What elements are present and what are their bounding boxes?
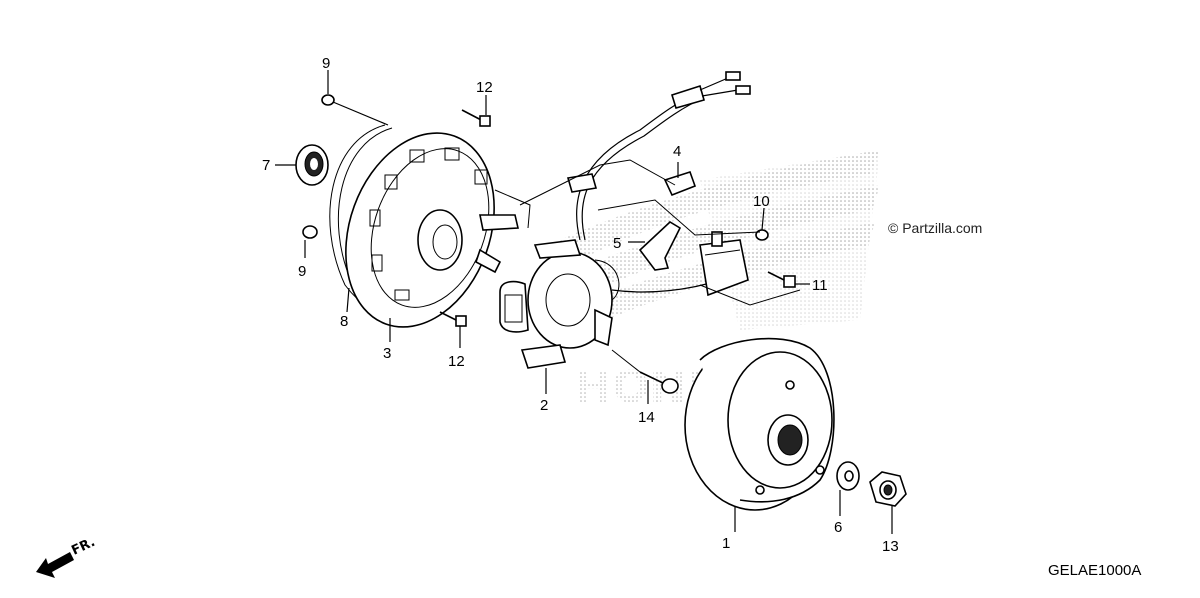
bracket-part-5 [638, 221, 682, 271]
callout-4: 4 [673, 143, 681, 160]
diagram-code: GELAE1000A [1048, 562, 1141, 579]
wire-harness [566, 71, 751, 293]
callout-3: 3 [383, 345, 391, 362]
bolt-part-14 [639, 371, 679, 394]
flywheel-part-1 [684, 337, 835, 511]
callout-11: 11 [812, 277, 828, 294]
stator-part-2 [499, 239, 620, 369]
front-label: FR. [69, 535, 97, 559]
callout-6: 6 [834, 519, 842, 536]
callout-1: 1 [722, 535, 730, 552]
washer-part-6 [836, 461, 860, 491]
bolt-part-12-top [461, 109, 491, 127]
bolt-part-11 [767, 271, 796, 288]
callout-5: 5 [613, 235, 621, 252]
clamp-part-4 [663, 171, 697, 197]
callout-10: 10 [753, 193, 770, 210]
callout-7: 7 [262, 157, 270, 174]
nut-part-13 [869, 471, 907, 507]
partzilla-watermark: © Partzilla.com [888, 220, 982, 236]
callout-12-bottom: 12 [448, 353, 465, 370]
callout-8: 8 [340, 313, 348, 330]
honda-wing-watermark: HONDA [560, 150, 880, 413]
callout-9-left: 9 [298, 263, 306, 280]
bolt-part-10 [755, 229, 769, 241]
callout-14: 14 [638, 409, 655, 426]
front-direction-arrow: FR. [36, 535, 98, 578]
callout-9-top: 9 [322, 55, 330, 72]
callout-2: 2 [540, 397, 548, 414]
oil-seal-part-7 [295, 144, 329, 186]
washer-part-9-top [321, 94, 335, 106]
pulse-generator [699, 231, 749, 297]
callout-12-top: 12 [476, 79, 493, 96]
callout-13: 13 [882, 538, 899, 555]
bolt-part-12-bottom [439, 311, 467, 327]
callout-leader-lines [275, 70, 893, 534]
generator-cover-part-3 [345, 132, 519, 328]
washer-part-9-left [302, 225, 318, 239]
assembly-reference-lines [494, 159, 801, 373]
callout-labels: 1 2 3 4 5 6 7 8 9 9 10 11 12 12 13 14 [262, 55, 899, 555]
